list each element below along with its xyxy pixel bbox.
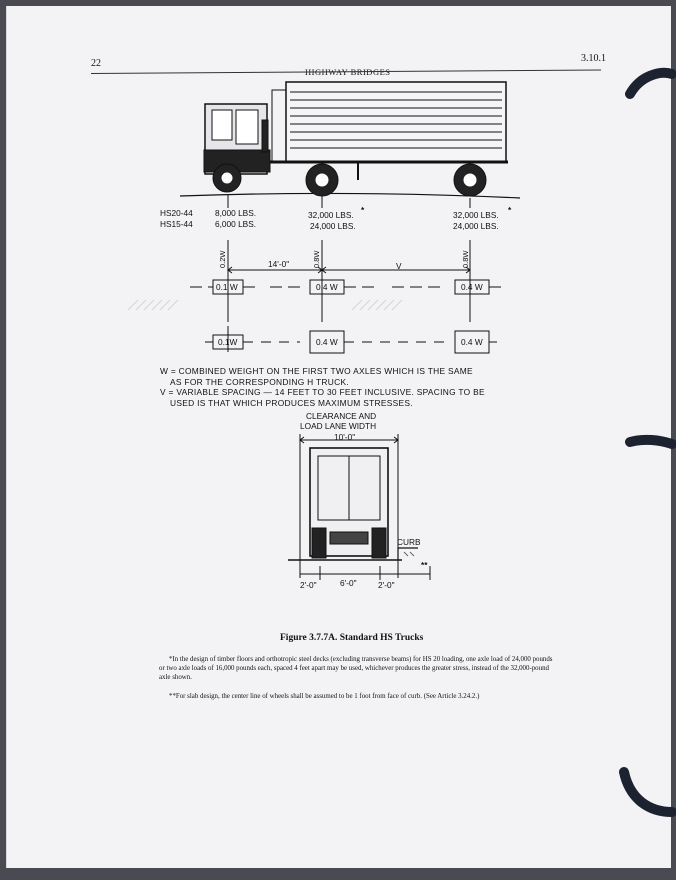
page-number: 22: [91, 58, 101, 69]
note-line: W = COMBINED WEIGHT ON THE FIRST TWO AXL…: [160, 366, 473, 376]
drive-axle-footnote-mark: *: [361, 205, 365, 215]
truck-designation-hs15: HS15-44: [160, 219, 193, 229]
elevation-drive-wheel-load: 0.4 W: [316, 282, 338, 292]
variable-axle-spacing: V: [396, 261, 402, 271]
binder-ring-icon: [619, 767, 676, 817]
rear-axle-load-hs15: 24,000 LBS.: [453, 221, 499, 231]
definitions-note: W = COMBINED WEIGHT ON THE FIRST TWO AXL…: [160, 366, 485, 408]
clearance-width: 10'-0": [334, 432, 356, 442]
plan-front-wheel-load: 0.1W: [218, 337, 238, 347]
footnote-1: *In the design of timber floors and orth…: [159, 656, 553, 681]
truck-trailer: [270, 81, 508, 180]
footnote-2: **For slab design, the center line of wh…: [169, 693, 480, 700]
fixed-axle-spacing: 14'-0": [268, 259, 290, 269]
front-axle-fraction: 0.2W: [218, 250, 227, 268]
rear-axle-fraction: 0.8W: [461, 250, 470, 268]
truck-cab: [203, 103, 271, 175]
rear-axle-footnote-mark: *: [508, 205, 512, 215]
clearance-title-1: CLEARANCE AND: [306, 411, 377, 421]
truck-designation-hs20: HS20-44: [160, 208, 193, 218]
binder-ring-icon: [625, 67, 676, 99]
note-line: USED IS THAT WHICH PRODUCES MAXIMUM STRE…: [170, 397, 413, 408]
curb-label: CURB: [397, 537, 421, 547]
section-number: 3.10.1: [581, 53, 606, 64]
rear-axle-load-hs20: 32,000 LBS.: [453, 210, 499, 220]
drive-axle-load-hs20: 32,000 LBS.: [308, 210, 354, 220]
clearance-dim-left: 2'-0": [300, 580, 317, 590]
clearance-title-2: LOAD LANE WIDTH: [300, 421, 377, 431]
binder-rings: [619, 67, 676, 817]
note-line: V = VARIABLE SPACING — 14 FEET TO 30 FEE…: [160, 387, 485, 398]
plan-rear-wheel-load: 0.4 W: [461, 337, 483, 347]
binder-ring-icon: [625, 434, 676, 449]
drive-axle-load-hs15: 24,000 LBS.: [310, 221, 356, 231]
clearance-dim-center: 6'-0": [340, 578, 357, 588]
note-line: AS FOR THE CORRESPONDING H TRUCK.: [170, 376, 349, 387]
curb-footnote-mark: **: [421, 560, 428, 570]
clearance-diagram: [288, 434, 431, 580]
drive-axle-fraction: 0.8W: [312, 250, 321, 268]
elevation-front-wheel-load: 0.1 W: [216, 282, 238, 292]
elevation-rear-wheel-load: 0.4 W: [461, 282, 483, 292]
front-axle-load-hs15: 6,000 LBS.: [215, 219, 257, 229]
figure-caption: Figure 3.7.7A. Standard HS Trucks: [280, 633, 424, 643]
plan-drive-wheel-load: 0.4 W: [316, 337, 338, 347]
clearance-dim-right: 2'-0": [378, 580, 395, 590]
front-axle-load-hs20: 8,000 LBS.: [215, 208, 257, 218]
road-line: [179, 192, 521, 199]
